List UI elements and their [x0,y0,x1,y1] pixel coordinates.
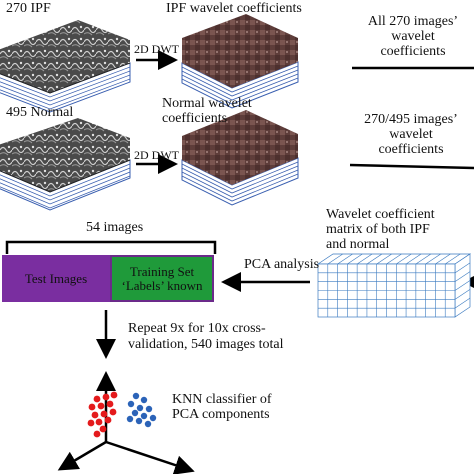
normal-wavelet-stack [181,110,299,206]
repeat-label: Repeat 9x for 10x cross- validation, 540… [128,321,284,352]
normal-output-line [349,163,474,170]
normal-stack-label: 495 Normal [6,105,74,120]
knn-label: KNN classifier of PCA components [172,392,272,422]
group-bracket [5,240,217,254]
pca-axes [57,371,195,474]
normal-image-stack [0,118,131,211]
ipf-image-stack [0,20,131,113]
training-set-box: Training Set ‘Labels’ known [110,255,214,302]
all-ipf-wavelet-text: All 270 images’ wavelet coefficients [367,14,459,59]
ipf-wavelet-stack [181,14,299,109]
matrix-label: Wavelet coefficient matrix of both IPF a… [326,207,435,252]
images-count-label: 54 images [86,220,144,235]
dwt-label-bottom: 2D DWT [134,148,179,162]
test-images-box: Test Images [2,255,110,302]
matrix-grid-lines [318,253,471,317]
pca-analysis-label: PCA analysis [244,257,320,272]
dwt-label-top: 2D DWT [134,42,179,56]
ipf-points [87,391,118,438]
test-images-label: Test Images [24,270,88,286]
ipf-wavelet-label: IPF wavelet coefficients [166,1,302,16]
subset-normal-wavelet-text: 270/495 images’ wavelet coefficients [364,112,458,157]
training-set-label: Training Set ‘Labels’ known [121,263,203,293]
ipf-stack-label: 270 IPF [6,1,51,16]
normal-points [126,392,157,428]
normal-wavelet-label: Normal wavelet coefficients [162,96,252,126]
wavelet-matrix [316,253,472,318]
